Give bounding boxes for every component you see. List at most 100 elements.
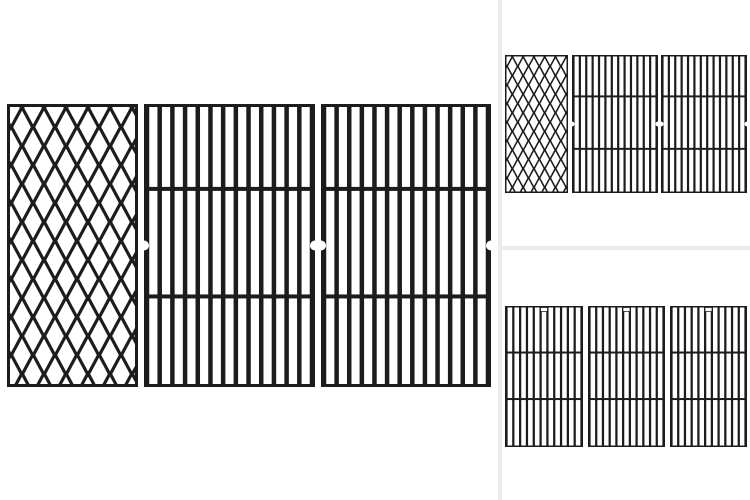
diamond-gap [57, 338, 75, 372]
diamond-gap [10, 243, 20, 277]
diamond-gap [540, 169, 550, 187]
diamond-gap [10, 167, 20, 201]
bar-gap [574, 97, 579, 148]
bar-gap [414, 190, 423, 295]
diamond-gap [13, 148, 31, 182]
diamond-gap [112, 107, 130, 125]
bar-gap [414, 298, 423, 384]
bar-gap [276, 107, 285, 187]
diamond-gap [68, 319, 86, 353]
bar-gap [225, 190, 234, 295]
diamond-gap [68, 129, 86, 163]
diamond-gap [13, 186, 31, 220]
diamond-gap [35, 110, 53, 144]
diamond-gap [508, 114, 517, 131]
bar-gap [507, 353, 513, 399]
diamond-gap [46, 319, 64, 353]
bar-gap [669, 97, 675, 148]
bar-gap [672, 353, 678, 399]
diamond-gap [46, 205, 64, 239]
bar-gap [590, 307, 596, 352]
diamond-gap [112, 205, 130, 239]
diamond-gap [545, 123, 555, 140]
bar-gap [624, 353, 629, 399]
bar-gap [617, 400, 623, 446]
bar-gap [200, 107, 209, 187]
diamond-gap [510, 188, 514, 192]
diamond-gap [13, 262, 31, 296]
bar-gap [200, 190, 209, 295]
bar-gap [701, 56, 707, 96]
diamond-gap [101, 186, 119, 220]
diamond-gap [79, 148, 97, 182]
diamond-gap [90, 281, 108, 315]
diamond-gap [551, 169, 560, 187]
diamond-gap [123, 186, 135, 220]
bar-gap [364, 298, 373, 384]
bar-gap [465, 298, 474, 384]
bar-gap [612, 97, 618, 148]
bar-gap [580, 56, 586, 96]
bar-gap [338, 107, 347, 187]
diamond-gap [540, 95, 550, 112]
diamond-gap [545, 86, 555, 103]
bar-gap [326, 107, 335, 187]
bar-gap [712, 400, 718, 446]
bar-gap [338, 190, 347, 295]
diamond-gap [524, 56, 533, 65]
bar-gap [263, 190, 272, 295]
diamond-gap [79, 186, 97, 220]
bar-gap [644, 400, 649, 446]
diamond-gap [112, 319, 130, 353]
diamond-gap [518, 132, 528, 149]
bar-gap [276, 190, 285, 295]
bar-gap [452, 107, 461, 187]
bar-gap [630, 400, 636, 446]
bar-gap [672, 307, 678, 352]
bar-gap [580, 149, 586, 192]
bar-gap [587, 56, 592, 96]
bar-gap [161, 298, 171, 384]
bar-gap [726, 307, 731, 352]
bar-gap [692, 353, 698, 399]
bar-gap [712, 353, 718, 399]
bar-gap [600, 97, 605, 148]
diamond-gap [112, 129, 130, 163]
diamond-gap [10, 107, 20, 125]
diamond-gap [551, 95, 560, 112]
diamond-gap [134, 372, 135, 376]
bar-gap [676, 56, 681, 96]
diamond-gap [529, 132, 539, 149]
bar-gap [534, 400, 540, 446]
bar-gap [187, 298, 196, 384]
diamond-gap [46, 357, 64, 384]
diamond-gap [57, 110, 75, 144]
bar-gap [644, 97, 650, 148]
handle-notch [569, 121, 575, 127]
bar-gap [593, 97, 598, 148]
diamond-gap [68, 167, 86, 201]
diamond-gap [90, 357, 108, 384]
diamond-gap [101, 262, 119, 296]
bar-gap [212, 298, 221, 384]
bar-gap [651, 97, 656, 148]
diamond-gap [46, 167, 64, 201]
diamond-gap [134, 296, 135, 300]
bar-gap [610, 400, 616, 446]
bar-gap [726, 353, 731, 399]
bar-gap [740, 149, 745, 192]
bar-gap [593, 56, 598, 96]
diamond-gap [24, 243, 42, 277]
handle-notch [486, 240, 496, 251]
bar-gap [555, 307, 560, 352]
diamond-gap [101, 224, 119, 258]
diamond-gap [513, 123, 523, 140]
bar-gap [727, 56, 732, 96]
bar-gap [708, 97, 713, 148]
diamond-gap [46, 129, 64, 163]
bar-gap [149, 107, 158, 187]
bar-gap [630, 307, 636, 352]
handle-notch [139, 240, 149, 251]
bar-gap [719, 400, 725, 446]
bar-gap [568, 307, 574, 352]
